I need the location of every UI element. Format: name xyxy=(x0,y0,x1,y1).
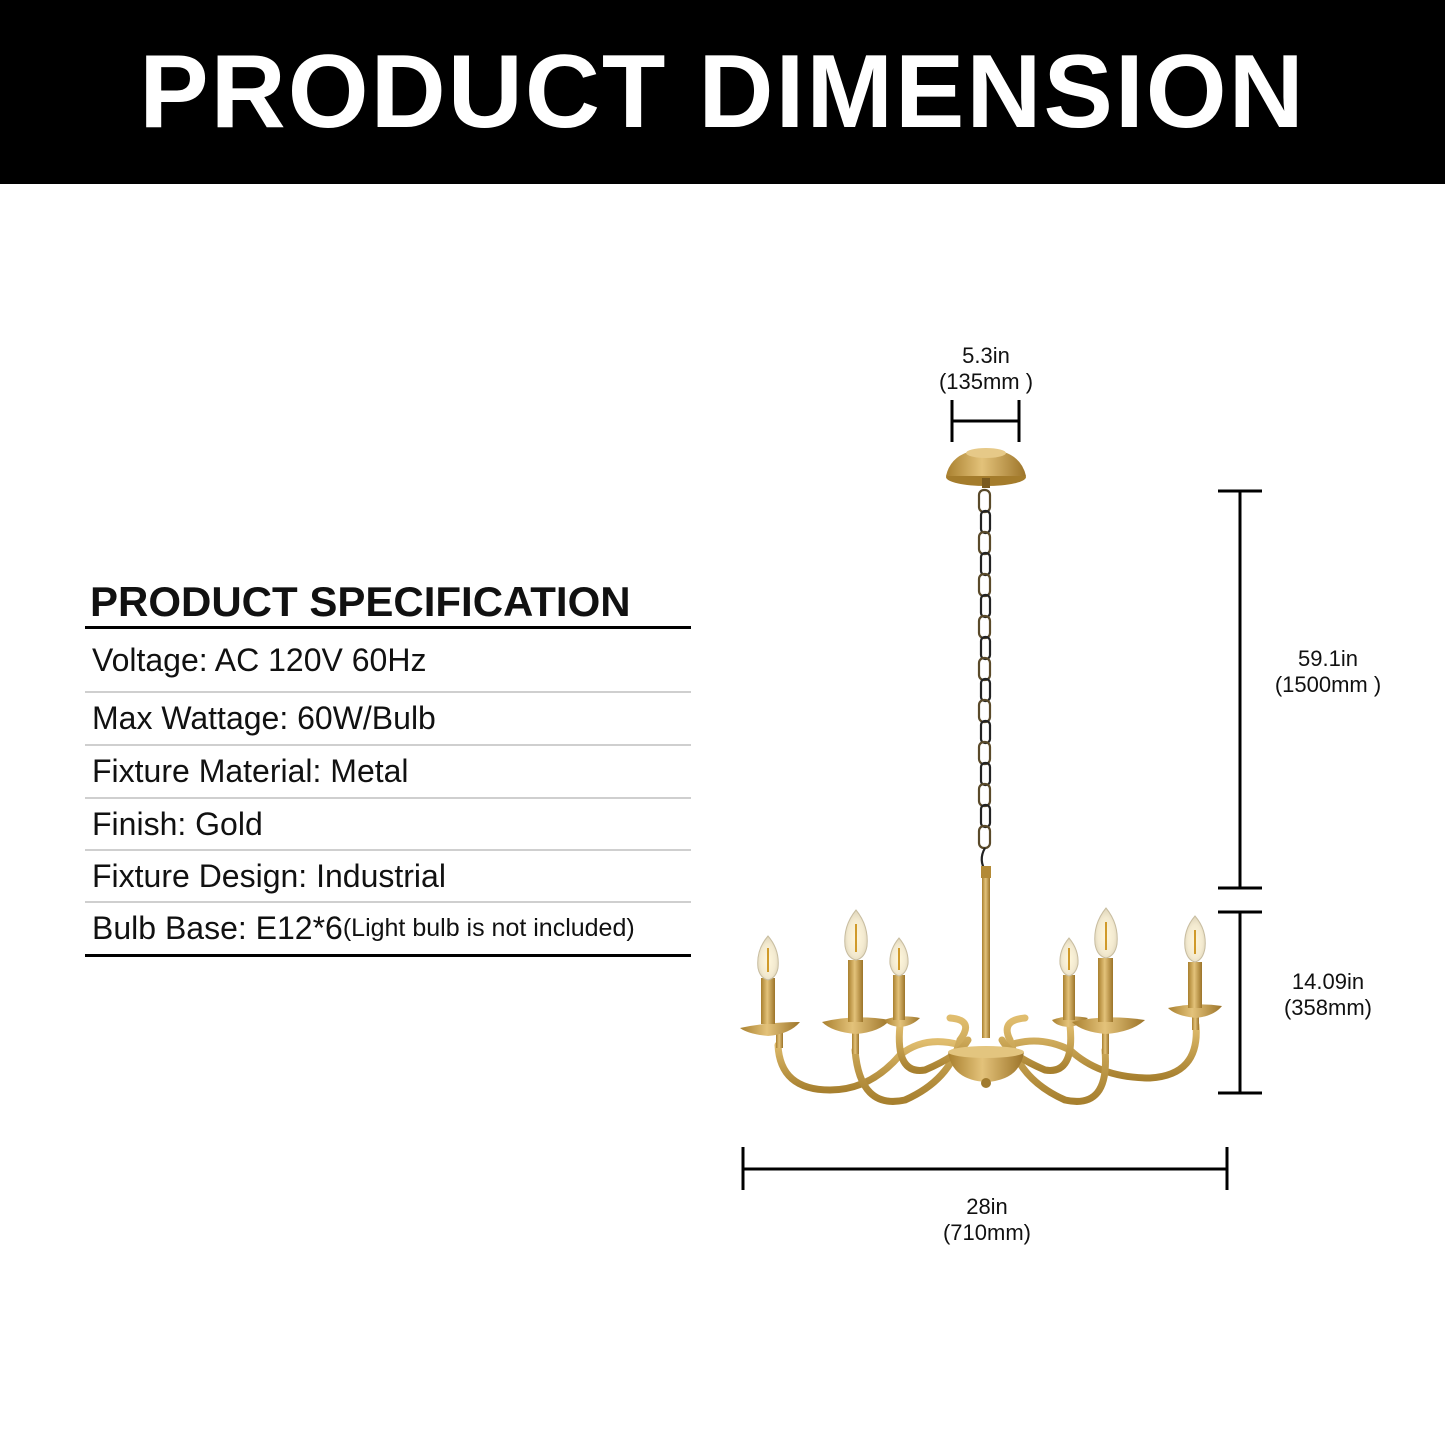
candle-3 xyxy=(884,937,920,1027)
width-dimension-line xyxy=(741,1147,1229,1190)
candle-4 xyxy=(1052,937,1088,1027)
canopy xyxy=(946,448,1026,488)
chain-dimension-line xyxy=(1218,489,1262,890)
width-inches: 28in xyxy=(966,1194,1008,1219)
spec-row-voltage: Voltage: AC 120V 60Hz xyxy=(85,629,691,693)
spec-row-material: Fixture Material: Metal xyxy=(85,746,691,799)
spec-row-design: Fixture Design: Industrial xyxy=(85,851,691,903)
chain-inches: 59.1in xyxy=(1298,646,1358,671)
center-stem xyxy=(981,866,991,1038)
page-title: PRODUCT DIMENSION xyxy=(139,34,1306,150)
header-banner: PRODUCT DIMENSION xyxy=(0,0,1445,184)
width-mm: (710mm) xyxy=(942,1220,1031,1245)
body-inches: 14.09in xyxy=(1291,969,1365,994)
spec-row-text: Fixture Design: Industrial xyxy=(92,857,446,894)
canopy-dimension-label: 5.3in (135mm ) xyxy=(926,343,1046,395)
spec-row-text: Fixture Material: Metal xyxy=(92,753,409,789)
canopy-mm: (135mm ) xyxy=(938,369,1034,394)
canopy-dimension-line xyxy=(950,400,1021,442)
candle-2 xyxy=(822,909,890,1054)
spec-row-bulb-base: Bulb Base: E12*6(Light bulb is not inclu… xyxy=(85,903,691,957)
body-dimension-line xyxy=(1218,910,1262,1095)
spec-row-text: Max Wattage: 60W/Bulb xyxy=(92,700,436,736)
canopy-inches: 5.3in xyxy=(962,343,1010,368)
spec-row-text: Voltage: AC 120V 60Hz xyxy=(92,641,427,678)
body-dimension-label: 14.09in (358mm) xyxy=(1268,969,1388,1021)
chain-dimension-label: 59.1in (1500mm ) xyxy=(1260,646,1396,698)
body-mm: (358mm) xyxy=(1283,995,1372,1020)
spec-row-text: Bulb Base: E12*6 xyxy=(92,910,343,946)
center-bowl xyxy=(948,1046,1024,1088)
spec-row-finish: Finish: Gold xyxy=(85,799,691,851)
dimension-lines xyxy=(741,400,1262,1190)
spec-row-wattage: Max Wattage: 60W/Bulb xyxy=(85,693,691,746)
chain xyxy=(977,488,992,873)
width-dimension-label: 28in (710mm) xyxy=(927,1194,1047,1246)
candle-1 xyxy=(740,935,800,1048)
spec-row-note: (Light bulb is not included) xyxy=(342,914,635,942)
chain-mm: (1500mm ) xyxy=(1274,672,1382,697)
spec-table: PRODUCT SPECIFICATION Voltage: AC 120V 6… xyxy=(85,578,691,957)
spec-title: PRODUCT SPECIFICATION xyxy=(85,578,691,629)
spec-row-text: Finish: Gold xyxy=(92,805,263,842)
candle-6 xyxy=(1168,915,1222,1030)
candle-5 xyxy=(1072,907,1145,1054)
arms xyxy=(774,1014,1200,1105)
